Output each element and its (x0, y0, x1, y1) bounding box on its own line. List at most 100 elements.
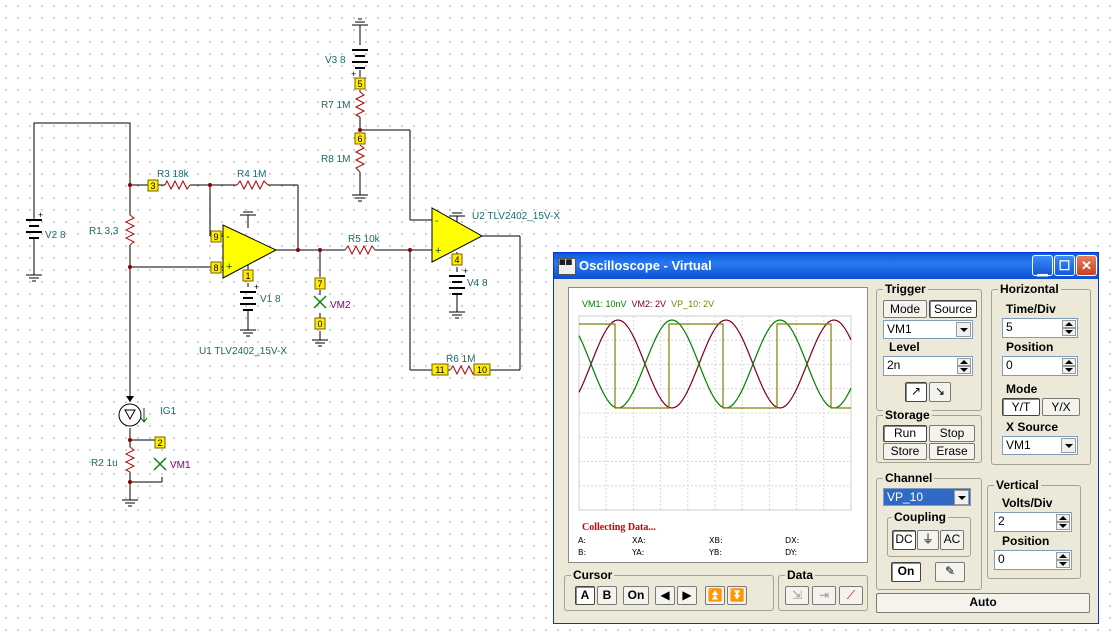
label-r1: R1 3,3 (89, 226, 119, 237)
x-source-value: VM1 (1006, 438, 1031, 452)
trigger-mode-button[interactable]: Mode (883, 300, 927, 318)
scope-plot (578, 315, 852, 511)
erase-button[interactable]: Erase (929, 443, 975, 460)
x-source-select[interactable]: VM1 (1002, 436, 1078, 455)
coupling-ac-button[interactable]: AC (940, 530, 964, 550)
trigger-group: Trigger Mode Source VM1 Level 2n ↗ ↘ (876, 282, 982, 411)
svg-text:-: - (226, 231, 230, 243)
window-title: Oscilloscope - Virtual (579, 258, 712, 273)
spin-down-icon[interactable] (1056, 522, 1070, 530)
trigger-level-input[interactable]: 2n (883, 356, 973, 376)
h-position-input[interactable]: 0 (1002, 356, 1078, 376)
time-div-input[interactable]: 5 (1002, 318, 1078, 338)
data-group: Data ⇲ ⇥ ⟋ (778, 568, 868, 611)
stop-button[interactable]: Stop (929, 425, 975, 442)
svg-text:+: + (435, 245, 441, 257)
spin-down-icon[interactable] (957, 366, 971, 374)
maximize-button[interactable]: ☐ (1054, 255, 1075, 276)
arrow-right-icon: ▶ (682, 588, 692, 602)
svg-text:+: + (463, 266, 468, 276)
chevron-down-icon[interactable] (956, 322, 971, 337)
node-6: 6 (357, 134, 362, 144)
mode-yt-button[interactable]: Y/T (1002, 398, 1040, 416)
label-r3: R3 18k (157, 169, 190, 180)
volts-div-input[interactable]: 2 (994, 512, 1072, 532)
spin-down-icon[interactable] (1062, 328, 1076, 336)
spin-up-icon[interactable] (957, 358, 971, 366)
channel-group: Channel VP_10 Coupling DC ⏚ AC On ✎ (876, 471, 982, 590)
scope-grid (578, 315, 852, 511)
label-v2: V2 8 (45, 230, 66, 241)
scope-screen[interactable]: VM1: 10nV VM2: 2V VP_10: 2V Collecting D… (568, 287, 868, 563)
label-v4: V4 8 (467, 278, 488, 289)
trigger-source-button[interactable]: Source (929, 300, 977, 318)
h-position-value: 0 (1006, 358, 1013, 372)
rising-edge-button[interactable]: ↗ (905, 382, 927, 402)
node-7: 7 (317, 279, 322, 289)
spin-down-icon[interactable] (1056, 560, 1070, 568)
data-import-button[interactable]: ⇲ (785, 586, 809, 605)
label-v3: V3 8 (325, 55, 346, 66)
channel-on-button[interactable]: On (891, 562, 921, 582)
data-graph-button[interactable]: ⟋ (839, 586, 863, 605)
oscilloscope-window[interactable]: ▦▦ Oscilloscope - Virtual ▁ ☐ ✕ VM1: 10n… (553, 252, 1099, 624)
trigger-level-label: Level (889, 340, 920, 354)
cursor-on-button[interactable]: On (623, 586, 649, 605)
label-u2: U2 TLV2402_15V-X (472, 211, 560, 222)
store-button[interactable]: Store (883, 443, 927, 460)
spin-up-icon[interactable] (1062, 358, 1076, 366)
falling-edge-button[interactable]: ↘ (929, 382, 951, 402)
volts-div-label: Volts/Div (1002, 496, 1053, 510)
trigger-title: Trigger (883, 282, 928, 296)
v-position-input[interactable]: 0 (994, 550, 1072, 570)
coupling-dc-button[interactable]: DC (892, 530, 916, 550)
trigger-source-select[interactable]: VM1 (883, 320, 973, 339)
arrow-left-icon: ◀ (660, 588, 670, 602)
svg-text:+: + (226, 261, 232, 273)
spin-down-icon[interactable] (1062, 366, 1076, 374)
node-9: 9 (213, 232, 218, 242)
cursor-a-button[interactable]: A (575, 586, 595, 605)
spin-up-icon[interactable] (1062, 320, 1076, 328)
cursor-left-button[interactable]: ◀ (655, 586, 675, 605)
title-bar[interactable]: ▦▦ Oscilloscope - Virtual ▁ ☐ ✕ (554, 253, 1098, 279)
node-8: 8 (213, 263, 218, 273)
h-position-label: Position (1006, 340, 1054, 354)
coupling-title: Coupling (892, 510, 948, 524)
readout-xb: XB: (709, 536, 723, 545)
volts-div-value: 2 (998, 514, 1005, 528)
channel-title: Channel (883, 471, 935, 485)
readout-a: A: (578, 536, 587, 545)
auto-button[interactable]: Auto (876, 593, 1090, 613)
probe-button[interactable]: ✎ (935, 562, 965, 582)
cursor-right-button[interactable]: ▶ (677, 586, 697, 605)
cursor-down-button[interactable]: ⏬ (727, 586, 747, 605)
close-button[interactable]: ✕ (1076, 255, 1097, 276)
node-markers: 3 9 8 1 7 0 5 6 4 11 10 2 (147, 77, 491, 449)
channel-select[interactable]: VP_10 (883, 488, 971, 506)
label-r2: R2 1u (91, 458, 118, 469)
minimize-button[interactable]: ▁ (1032, 255, 1053, 276)
spin-up-icon[interactable] (1056, 552, 1070, 560)
spin-up-icon[interactable] (1056, 514, 1070, 522)
node-1: 1 (245, 271, 250, 281)
legend-vm1: VM1: 10nV (582, 299, 627, 309)
trace-vm2 (578, 319, 852, 409)
run-button[interactable]: Run (883, 425, 927, 442)
svg-text:+: + (351, 69, 356, 79)
readout-dx: DX: (785, 536, 800, 545)
chevron-down-icon[interactable] (1061, 438, 1076, 453)
label-r8: R8 1M (321, 154, 350, 165)
scope-legend: VM1: 10nV VM2: 2V VP_10: 2V (582, 299, 714, 309)
mode-yx-button[interactable]: Y/X (1042, 398, 1080, 416)
horizontal-title: Horizontal (998, 282, 1061, 296)
readout-dy: DY: (785, 548, 798, 557)
coupling-ground-button[interactable]: ⏚ (917, 530, 939, 550)
chevron-down-icon[interactable] (954, 490, 969, 505)
cursor-up-button[interactable]: ⏫ (705, 586, 725, 605)
data-export-button[interactable]: ⇥ (812, 586, 836, 605)
cursor-b-button[interactable]: B (597, 586, 617, 605)
export-icon: ⇥ (818, 588, 830, 602)
label-r6: R6 1M (446, 354, 475, 365)
